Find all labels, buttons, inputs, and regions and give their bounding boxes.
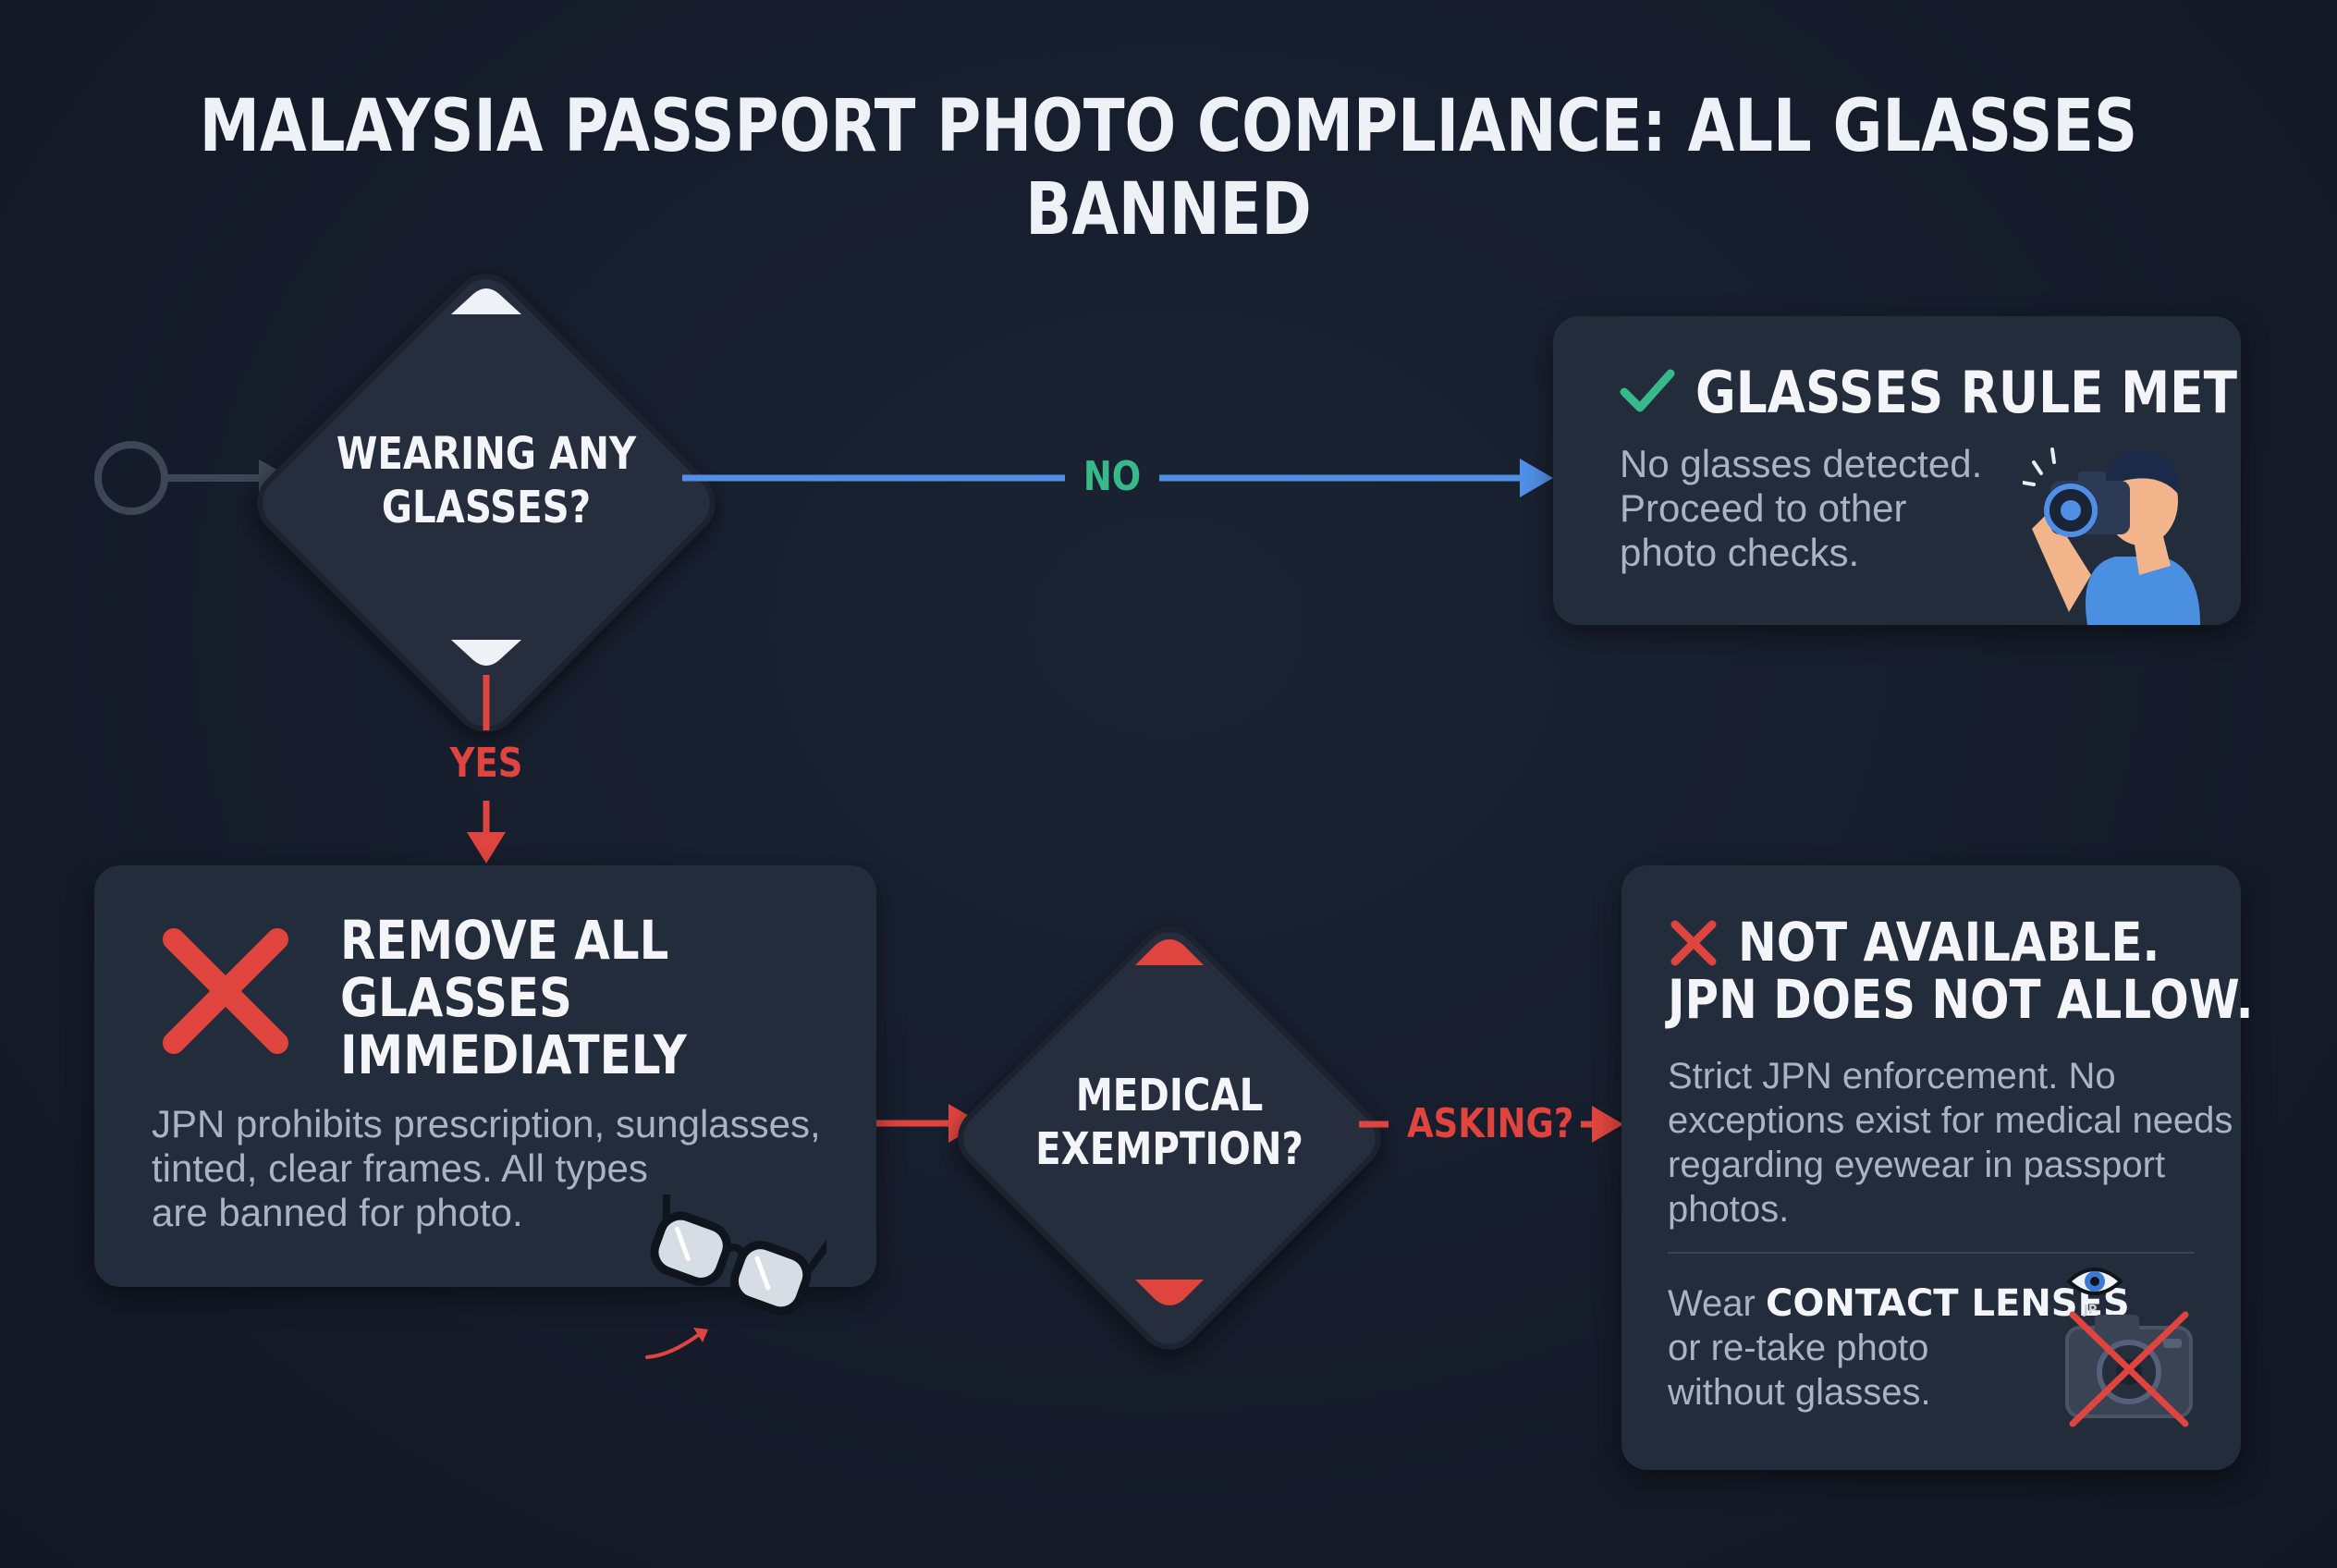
page-title: MALAYSIA PASSPORT PHOTO COMPLIANCE: ALL … (199, 85, 2138, 251)
not-available-title-line1: NOT AVAILABLE. (1738, 911, 2160, 974)
rule-met-title: GLASSES RULE MET (1695, 359, 2237, 426)
decision-glasses-diamond (257, 274, 716, 732)
decision-medical-diamond (958, 926, 1381, 1350)
asking-arrowhead (1592, 1106, 1623, 1143)
edge-label-no: NO (1083, 453, 1142, 500)
cross-icon (163, 928, 288, 1054)
not-available-divider (1668, 1252, 2195, 1254)
rule-met-card: GLASSES RULE MET No glasses detected. Pr… (1553, 316, 2241, 625)
cross-small-icon (1670, 920, 1717, 966)
rule-met-description: No glasses detected. Proceed to other ph… (1620, 442, 1983, 574)
start-node (94, 441, 168, 515)
decision-glasses-top-cap (451, 288, 521, 314)
decision-medical-label: MEDICAL EXEMPTION? (1035, 1070, 1303, 1175)
not-available-description: Strict JPN enforcement. No exceptions ex… (1668, 1056, 2233, 1230)
remove-glasses-title: REMOVE ALL GLASSES IMMEDIATELY (340, 909, 687, 1086)
jp-badge: JP (2084, 1304, 2098, 1317)
decision-medical-bottom-cap (1135, 1280, 1204, 1305)
not-available-card: NOT AVAILABLE. JPN DOES NOT ALLOW. Stric… (1621, 865, 2254, 1470)
glasses-icon (650, 1194, 826, 1316)
edge-label-yes: YES (449, 740, 523, 787)
remove-motion-arrow-icon (645, 1328, 708, 1359)
contact-lenses-label: CONTACT LENSES (1765, 1282, 2130, 1325)
alternative-instruction: Wear CONTACT LENSES or re-take photo wit… (1668, 1282, 2130, 1413)
remove-glasses-description: JPN prohibits prescription, sunglasses, … (152, 1102, 821, 1234)
yes-arrowhead (467, 832, 506, 864)
no-arrowhead (1520, 459, 1553, 497)
photographer-icon (2023, 447, 2200, 625)
eye-icon (2066, 1268, 2123, 1295)
decision-glasses-label: WEARING ANY GLASSES? (336, 428, 637, 533)
crossed-camera-icon (2065, 1311, 2193, 1427)
remove-glasses-card: REMOVE ALL GLASSES IMMEDIATELY JPN prohi… (94, 865, 876, 1287)
decision-medical-top-cap (1135, 939, 1204, 965)
not-available-title-line2: JPN DOES NOT ALLOW. (1668, 968, 2254, 1031)
edge-label-asking: ASKING? (1407, 1100, 1574, 1147)
decision-glasses-bottom-cap (451, 640, 521, 666)
check-icon (1620, 369, 1675, 412)
